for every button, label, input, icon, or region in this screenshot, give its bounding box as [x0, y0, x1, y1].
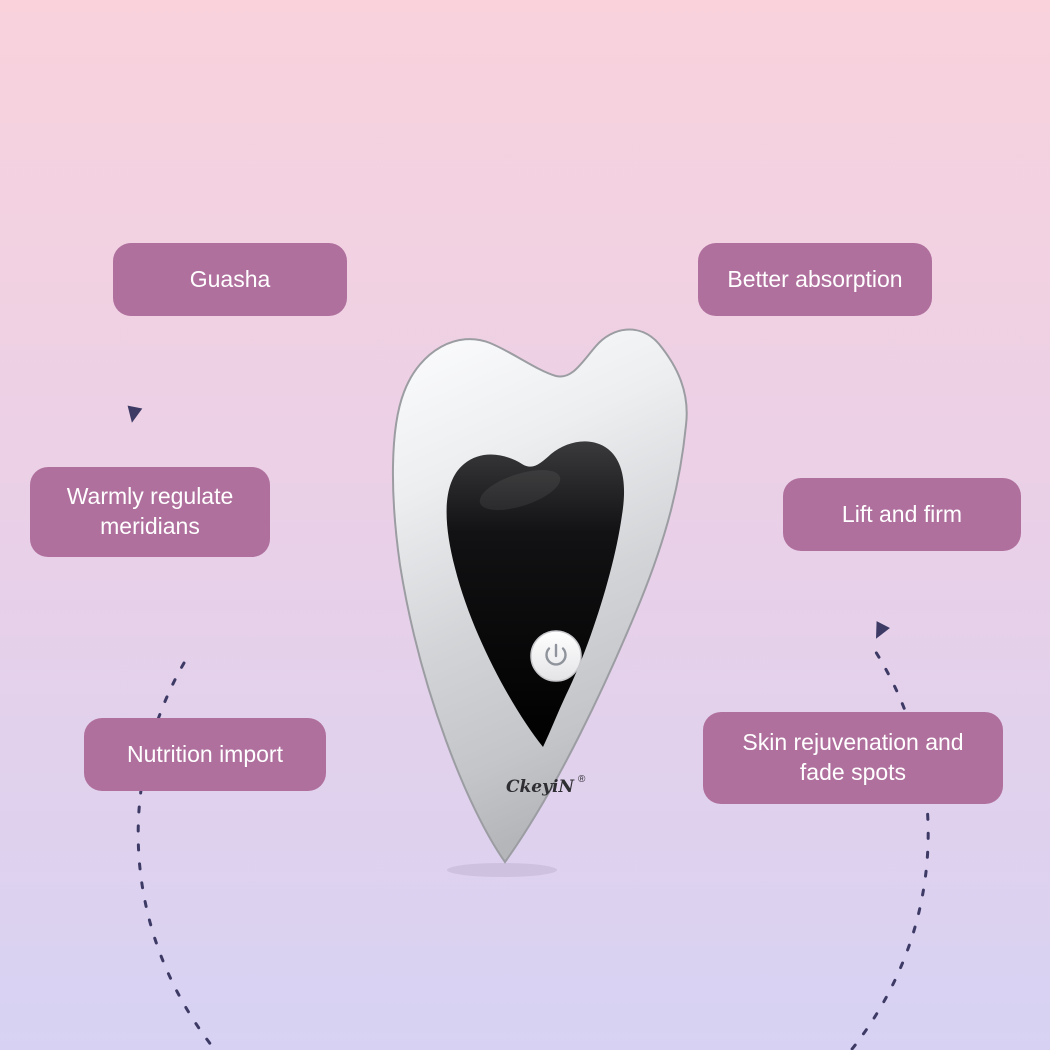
label-lift-and-firm-text: Lift and firm [841, 500, 963, 527]
registered-mark: ® [578, 774, 586, 785]
label-nutrition-import-text: Nutrition import [127, 740, 283, 767]
label-guasha-text: Guasha [189, 265, 271, 292]
label-skin-rejuvenation-text: Skin rejuvenation and fade spots [742, 729, 964, 785]
label-skin-rejuvenation: Skin rejuvenation and fade spots [703, 712, 1003, 804]
device-black-panel [446, 441, 625, 747]
label-better-absorption-text: Better absorption [727, 265, 903, 292]
device-shadow [447, 863, 557, 877]
label-lift-and-firm: Lift and firm [783, 478, 1021, 551]
arrow-down-left-icon [127, 405, 143, 423]
guasha-device: CkeyiN ® [391, 328, 688, 877]
label-guasha: Guasha [113, 243, 347, 316]
label-warmly-regulate-meridians-text: Warmly regulate meridians [66, 483, 234, 539]
label-better-absorption: Better absorption [698, 243, 932, 316]
arrow-down-right-icon [876, 621, 890, 639]
power-icon [545, 643, 567, 666]
label-warmly-regulate-meridians: Warmly regulate meridians [30, 467, 270, 557]
label-nutrition-import: Nutrition import [84, 718, 326, 791]
brand-logo: CkeyiN [506, 777, 575, 797]
panel-gloss [479, 469, 561, 511]
